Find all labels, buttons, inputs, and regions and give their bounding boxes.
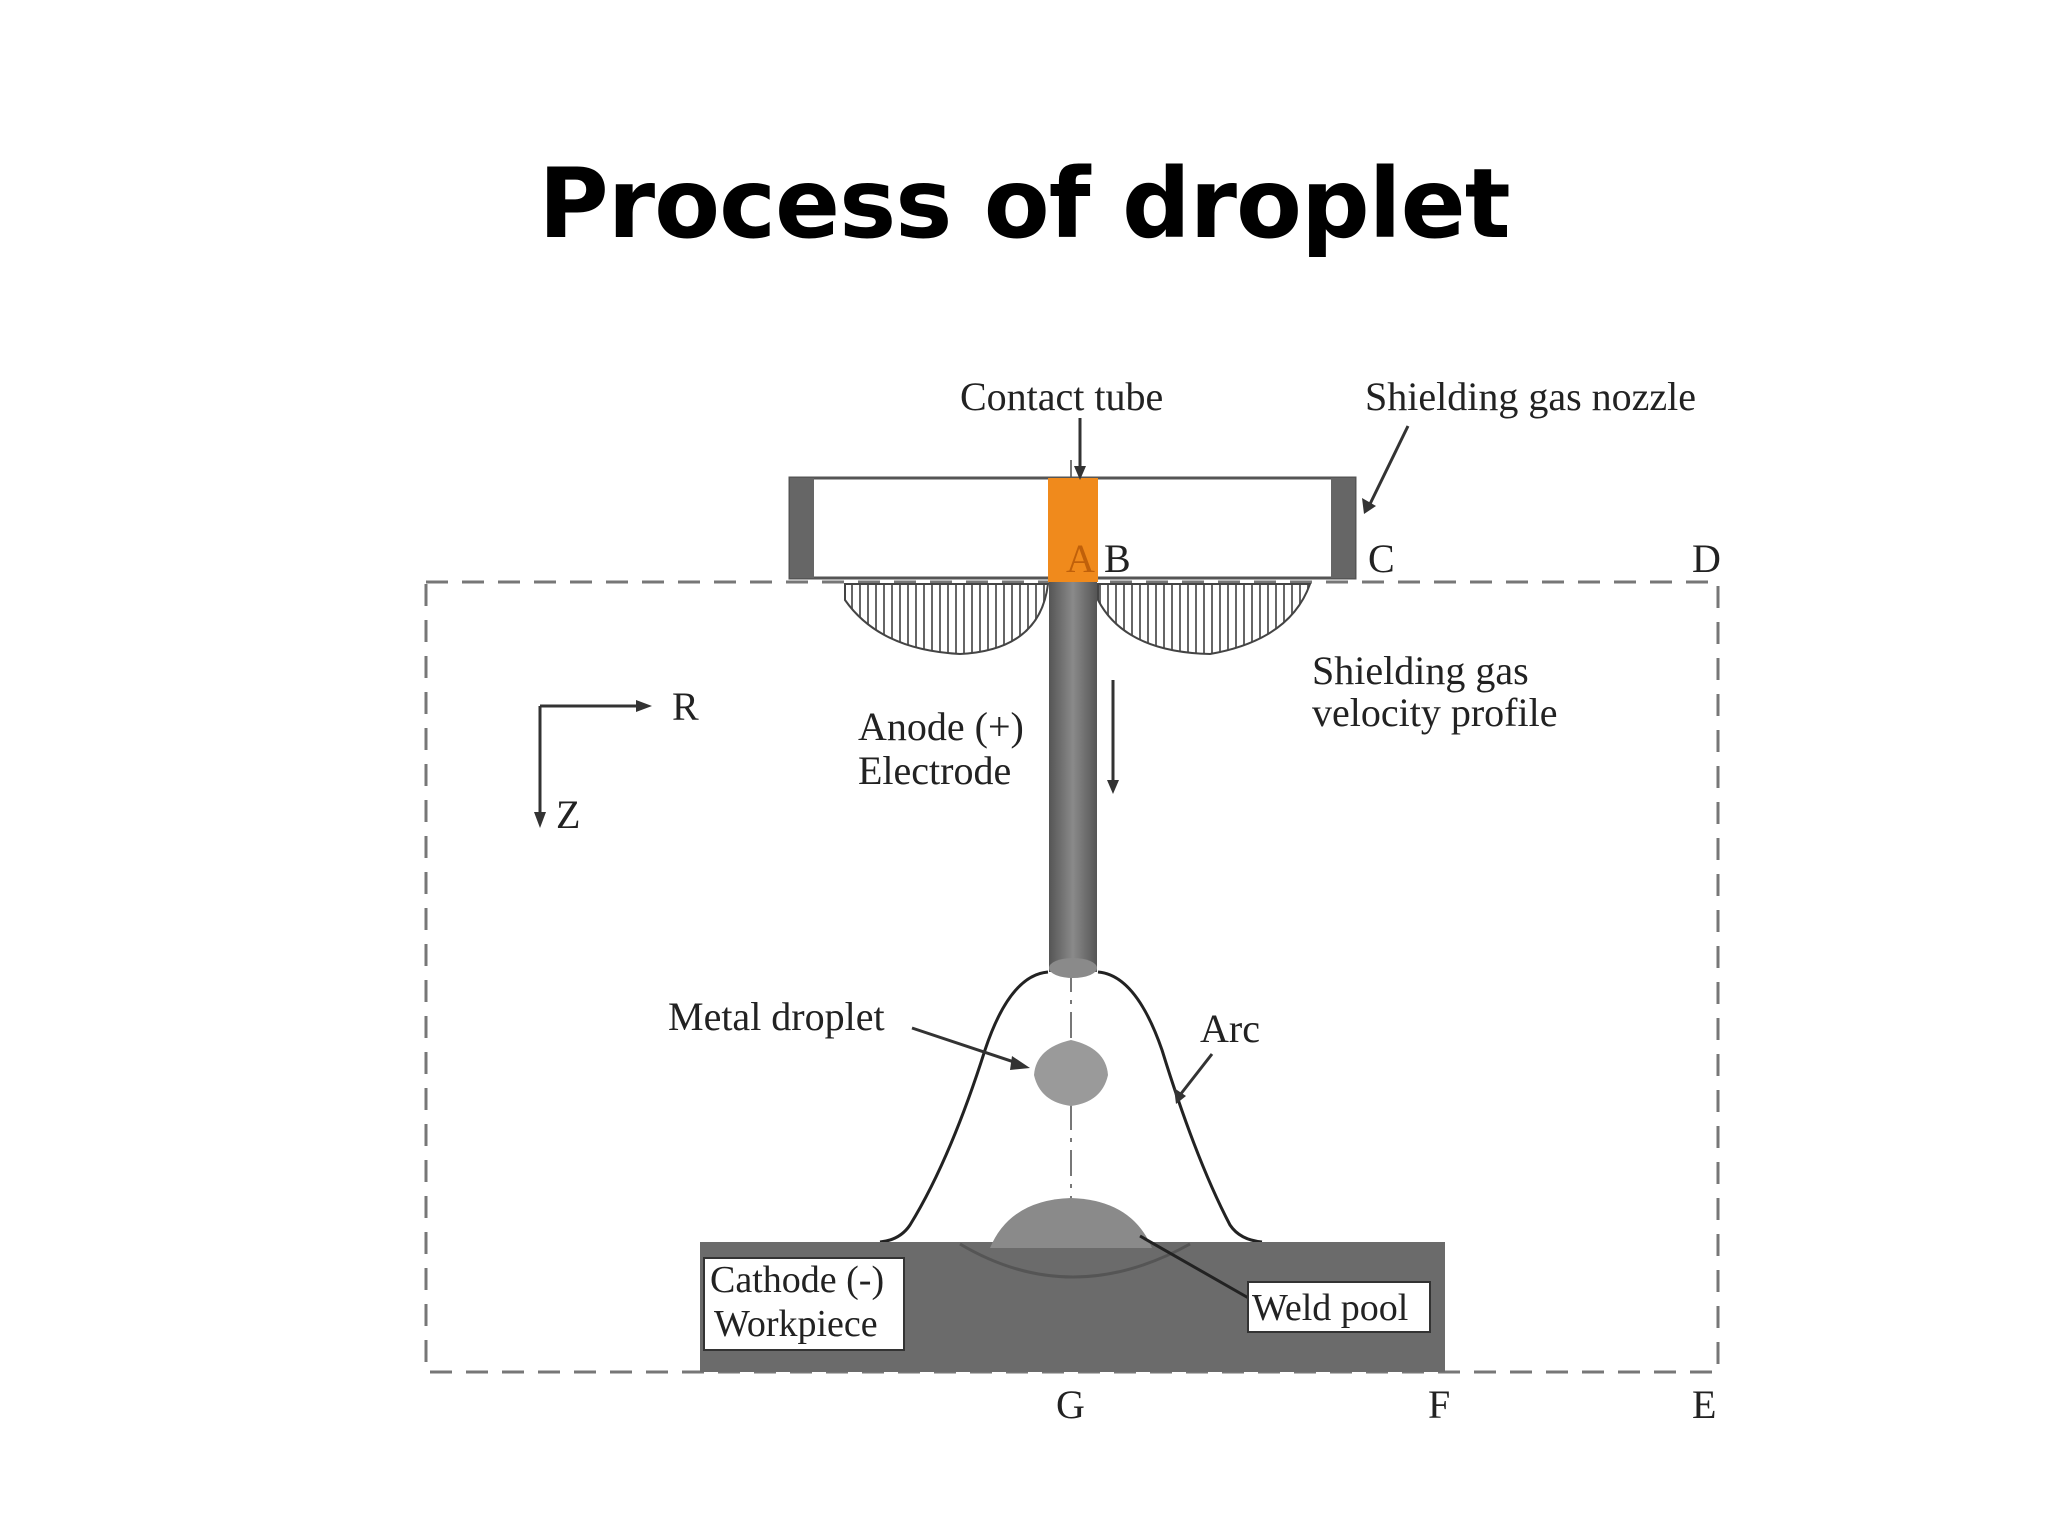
velocity-profile-left [844, 583, 1050, 656]
label-point-a: A [1066, 536, 1095, 581]
axis-r-head [636, 700, 652, 712]
axis-z-head [534, 812, 546, 828]
label-axis-z: Z [556, 792, 580, 837]
cathode-label-box [703, 1257, 905, 1351]
label-point-e: E [1692, 1382, 1716, 1427]
electrode-tip [1049, 958, 1097, 978]
label-contact-tube: Contact tube [960, 374, 1163, 419]
weld-pool-label-box [1247, 1281, 1431, 1333]
weld-pool [990, 1198, 1152, 1248]
arc-leader-head [1174, 1088, 1186, 1104]
nozzle-wall-left [790, 478, 814, 578]
label-metal-droplet: Metal droplet [668, 994, 885, 1039]
metal-droplet [1034, 1040, 1108, 1106]
contact-tube [1048, 478, 1098, 582]
label-shielding-profile-1: Shielding gas [1312, 648, 1529, 693]
label-axis-r: R [672, 684, 699, 729]
label-point-c: C [1368, 536, 1395, 581]
label-point-f: F [1428, 1382, 1450, 1427]
slide-title: Process of droplet [538, 148, 1510, 260]
weld-pool-depression [959, 1242, 1191, 1279]
velocity-profile-right [1097, 583, 1312, 656]
electrode [1049, 582, 1097, 972]
nozzle-wall-right [1331, 478, 1355, 578]
label-cathode-2: Workpiece [714, 1303, 878, 1345]
label-point-b: B [1104, 536, 1131, 581]
nozzle-arrow-head [1362, 498, 1376, 514]
contact-tube-arrow-head [1074, 466, 1086, 480]
label-weld-pool: Weld pool [1252, 1287, 1408, 1329]
label-arc: Arc [1200, 1006, 1260, 1051]
label-cathode-1: Cathode (-) [710, 1259, 884, 1301]
arc-leader [1178, 1053, 1214, 1096]
label-point-g: G [1056, 1382, 1085, 1427]
label-point-d: D [1692, 536, 1721, 581]
label-shielding-profile-2: velocity profile [1312, 690, 1557, 735]
arc-envelope [879, 970, 1263, 1244]
droplet-leader-head [1010, 1056, 1030, 1070]
droplet-leader [911, 1026, 1021, 1066]
weld-pool-leader [1139, 1234, 1253, 1302]
label-shielding-gas-nozzle: Shielding gas nozzle [1365, 374, 1696, 419]
nozzle-arrow [1368, 425, 1410, 505]
label-anode-1: Anode (+) [858, 704, 1024, 749]
label-anode-2: Electrode [858, 748, 1011, 793]
feed-arrow-head [1107, 780, 1119, 794]
